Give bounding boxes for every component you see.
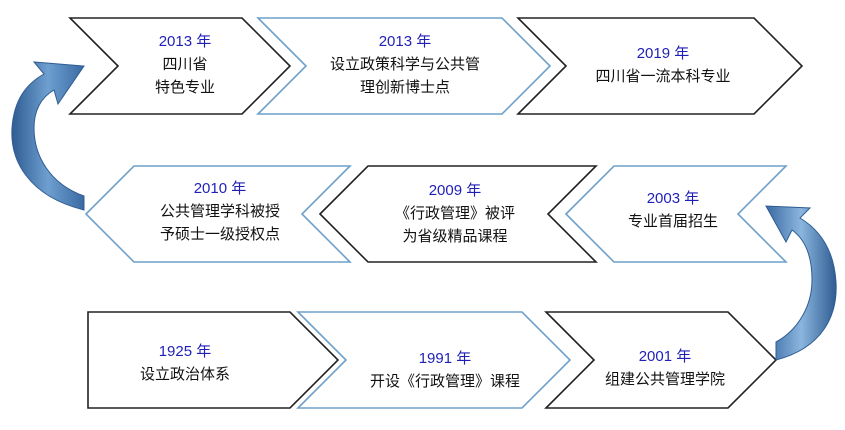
event-year: 2019 年 <box>636 45 690 62</box>
event-1991-course-opened: 1991 年 开设《行政管理》课程 <box>350 347 540 393</box>
chevron-1925-political-system <box>87 311 340 409</box>
event-2013-phd-program: 2013 年 设立政策科学与公共管 理创新博士点 <box>300 30 510 99</box>
chevron-2013-phd-program <box>256 17 552 115</box>
chevron-2003-first-enrollment <box>564 165 788 263</box>
event-1925-political-system: 1925 年 设立政治体系 <box>110 340 260 386</box>
event-text-line: 公共管理学科被授 <box>159 202 280 220</box>
chevron-2013-special-major <box>68 17 292 115</box>
chevron-2010-masters-authorization <box>84 165 352 263</box>
event-text-line: 理创新博士点 <box>359 78 450 96</box>
event-text-line: 组建公共管理学院 <box>604 370 725 388</box>
event-year: 2009 年 <box>428 182 482 199</box>
event-text-line: 开设《行政管理》课程 <box>369 372 520 390</box>
chevron-2009-quality-course <box>318 165 598 263</box>
event-2001-school-founded: 2001 年 组建公共管理学院 <box>590 345 740 391</box>
event-2013-special-major: 2013 年 四川省 特色专业 <box>120 30 250 99</box>
event-text-line: 四川省 <box>162 55 208 73</box>
event-text-line: 《行政管理》被评 <box>394 204 515 222</box>
event-2009-quality-course: 2009 年 《行政管理》被评 为省级精品课程 <box>370 179 540 248</box>
event-2010-masters-authorization: 2010 年 公共管理学科被授 予硕士一级授权点 <box>130 177 310 246</box>
event-2019-first-class-major: 2019 年 四川省一流本科专业 <box>568 42 758 88</box>
event-2003-first-enrollment: 2003 年 专业首届招生 <box>608 187 738 233</box>
event-year: 1991 年 <box>418 350 472 367</box>
chevron-2019-first-class-major <box>516 17 804 115</box>
event-text-line: 设立政治体系 <box>139 365 230 383</box>
event-year: 2001 年 <box>638 348 692 365</box>
curved-arrow-right <box>765 205 837 361</box>
event-year: 2013 年 <box>378 33 432 50</box>
event-year: 2010 年 <box>193 180 247 197</box>
event-text-line: 特色专业 <box>154 78 215 96</box>
curved-arrow-left <box>11 61 85 211</box>
event-text-line: 予硕士一级授权点 <box>159 225 280 243</box>
event-year: 1925 年 <box>158 343 212 360</box>
event-text-line: 设立政策科学与公共管 <box>329 55 480 73</box>
chevron-1991-course-opened <box>296 311 572 409</box>
event-text-line: 专业首届招生 <box>627 212 718 230</box>
event-text-line: 为省级精品课程 <box>402 227 508 245</box>
event-year: 2013 年 <box>158 33 212 50</box>
chevron-2001-school-founded <box>544 311 778 409</box>
event-year: 2003 年 <box>646 190 700 207</box>
event-text-line: 四川省一流本科专业 <box>595 67 731 85</box>
